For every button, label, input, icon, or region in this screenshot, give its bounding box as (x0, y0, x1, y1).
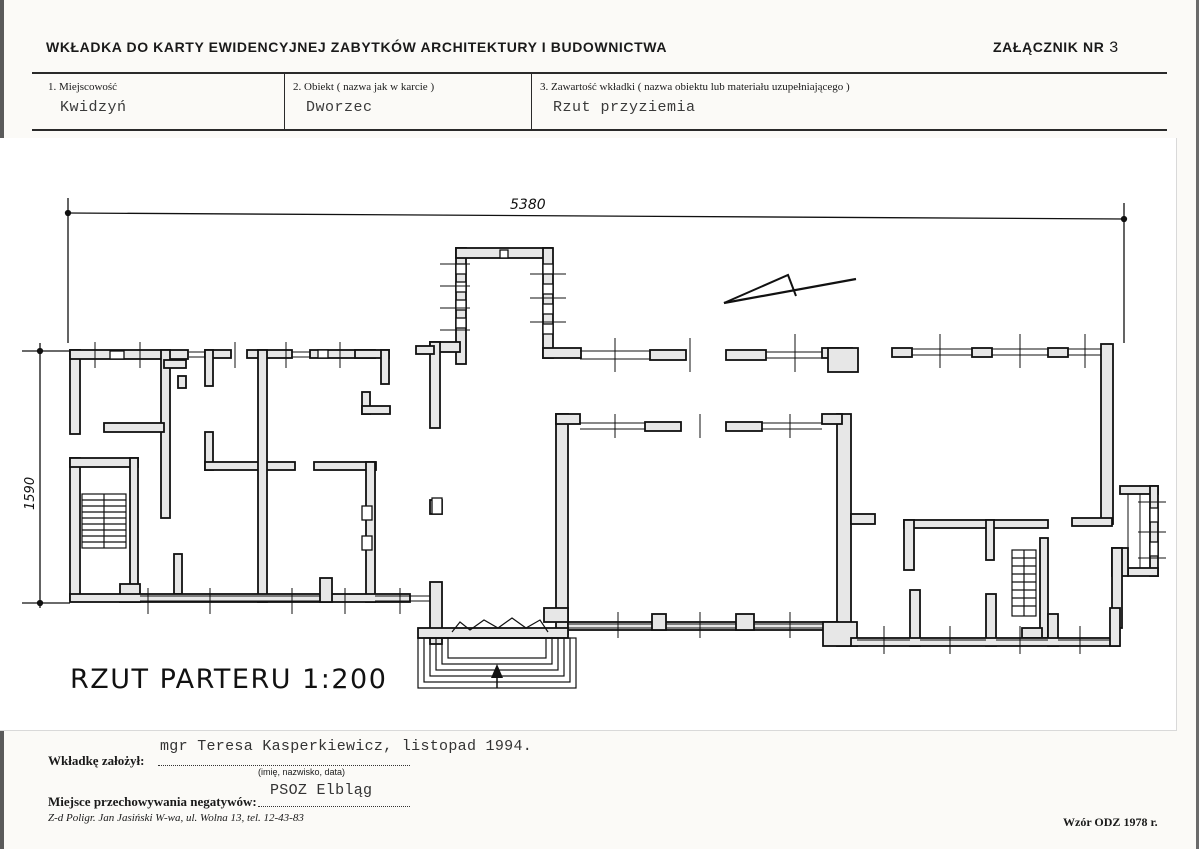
window-openings (109, 249, 1159, 557)
storage-value: PSOZ Elbląg (270, 782, 373, 799)
dimension-lines (22, 198, 1128, 608)
header-rule-bottom (32, 129, 1167, 131)
annex-number: 3 (1108, 39, 1120, 57)
annex-label-text: ZAŁĄCZNIK NR (993, 39, 1105, 55)
staircase-west (81, 493, 127, 549)
storage-dotted-line (258, 805, 410, 807)
header-rule-top (32, 72, 1167, 74)
entrance-arrow (491, 664, 503, 688)
axis-ticks (94, 263, 1166, 654)
founder-hint: (imię, nazwisko, data) (258, 767, 346, 777)
field-label-locality: 1. Miejscowość (48, 81, 118, 93)
dimension-label-depth: 1590 (23, 477, 38, 510)
north-arrow (723, 273, 857, 305)
floor-plan-drawing: 5380 1590 (22, 197, 1166, 689)
founder-dotted-line (158, 764, 410, 766)
field-divider (284, 74, 285, 130)
dimension-label-width: 5380 (510, 197, 546, 213)
field-divider (531, 74, 532, 130)
floor-plan-sheet: 5380 1590 (0, 138, 1177, 731)
card-edge-right (1196, 0, 1199, 849)
staircase-east (1011, 549, 1037, 617)
drawing-title: RZUT PARTERU 1:200 (70, 664, 388, 695)
wall-fill (69, 247, 1159, 647)
storage-label: Miejsce przechowywania negatywów: (48, 794, 257, 809)
printer-imprint: Z-d Poligr. Jan Jasiński W-wa, ul. Wolna… (48, 812, 304, 824)
field-value-content: Rzut przyziemia (553, 99, 696, 116)
field-value-locality: Kwidzyń (60, 99, 127, 116)
founder-label: Wkładkę założył: (48, 753, 145, 768)
form-title: WKŁADKA DO KARTY EWIDENCYJNEJ ZABYTKÓW A… (46, 39, 668, 55)
field-value-object: Dworzec (306, 99, 373, 116)
founder-value: mgr Teresa Kasperkiewicz, listopad 1994. (160, 738, 533, 755)
form-code: Wzór ODZ 1978 r. (1063, 815, 1158, 829)
field-label-content: 3. Zawartość wkładki ( nazwa obiektu lub… (540, 81, 850, 93)
field-label-object: 2. Obiekt ( nazwa jak w karcie ) (293, 81, 435, 93)
annex-label: ZAŁĄCZNIK NR 3 (993, 39, 1119, 57)
dimension-line-width (67, 212, 1125, 220)
